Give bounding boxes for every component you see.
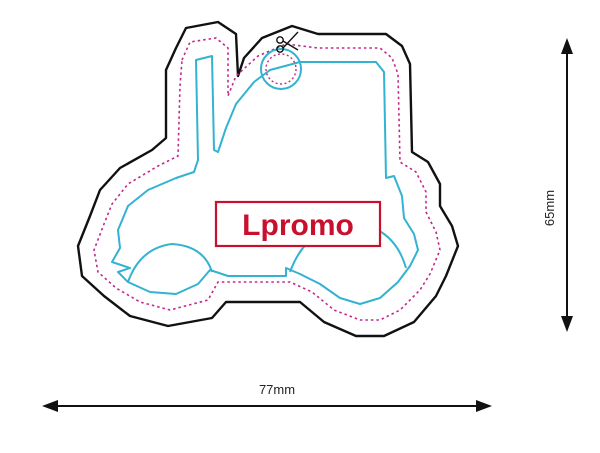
scissors-icon: [276, 31, 299, 53]
width-dimension-arrow: [42, 400, 492, 412]
tractor-outline: [111, 55, 419, 305]
front-wheel-arch: [127, 242, 213, 283]
height-label: 65mm: [542, 190, 557, 226]
outer-contour: [76, 20, 460, 338]
keyring-hole: [260, 48, 302, 90]
logo-text: Lpromo: [242, 209, 354, 242]
keyring-hole-cut: [265, 53, 297, 85]
height-dimension-arrow: [561, 38, 573, 332]
logo-box: [214, 200, 382, 248]
cut-line: [93, 37, 441, 321]
width-label: 77mm: [259, 382, 295, 397]
